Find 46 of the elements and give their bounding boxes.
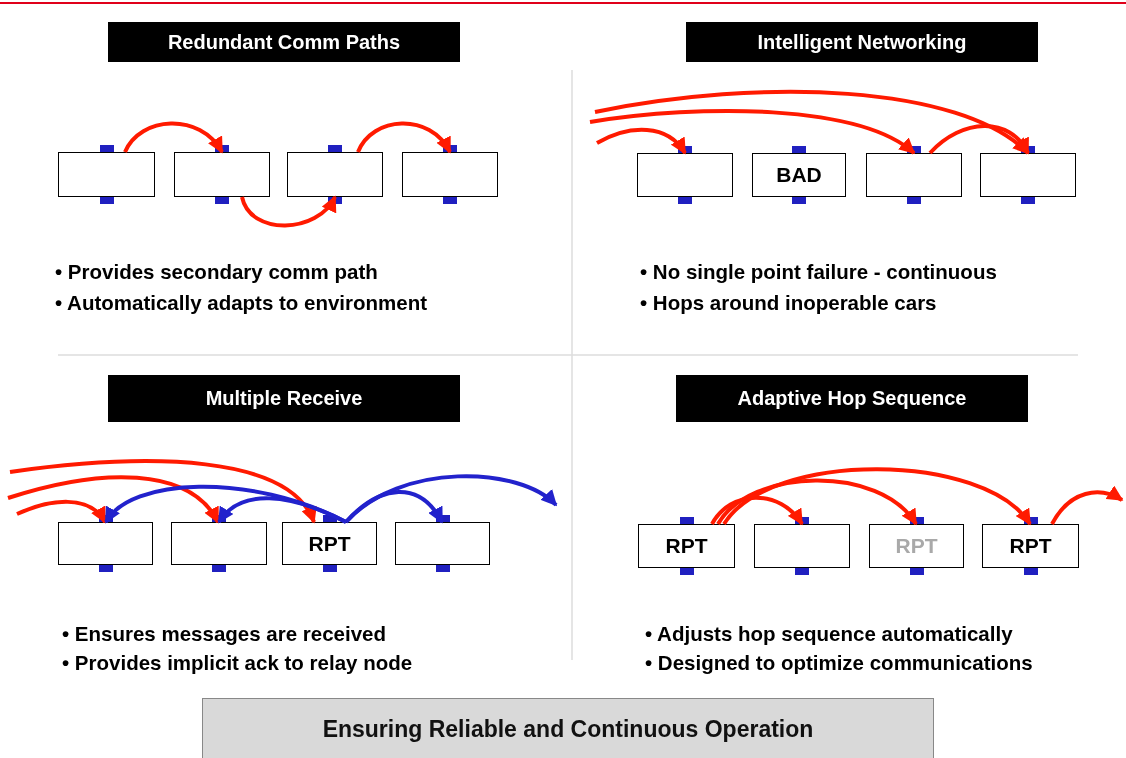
summary-banner: Ensuring Reliable and Continuous Operation — [202, 698, 934, 758]
rail-car-box — [174, 152, 270, 197]
section-heading: Intelligent Networking — [686, 22, 1038, 62]
rail-car-box — [58, 522, 153, 565]
arrow — [16, 499, 107, 524]
bullet-text: • Provides secondary comm path — [55, 260, 378, 284]
rail-car-box — [58, 152, 155, 197]
arrow — [928, 124, 1030, 155]
bullet-text: • Designed to optimize communications — [645, 651, 1033, 675]
bullet-text: • No single point failure - continuous — [640, 260, 997, 284]
rail-car-box: RPT — [638, 524, 735, 568]
arrow — [104, 484, 347, 524]
arrow — [716, 478, 918, 526]
arrow — [123, 121, 224, 154]
bullet-text: • Ensures messages are received — [62, 622, 386, 646]
arrow — [710, 495, 804, 526]
rail-car-box — [402, 152, 498, 197]
arrow — [7, 475, 220, 524]
section-heading: Multiple Receive — [108, 375, 460, 422]
rail-car-box: RPT — [282, 522, 377, 565]
rail-car-box — [637, 153, 733, 197]
arrow — [722, 467, 1032, 526]
bullet-text: • Hops around inoperable cars — [640, 291, 937, 315]
rail-car-box — [395, 522, 490, 565]
section-heading: Adaptive Hop Sequence — [676, 375, 1028, 422]
rail-car-box — [287, 152, 383, 197]
arrow — [217, 496, 347, 524]
rail-car-box: BAD — [752, 153, 846, 197]
arrow — [240, 195, 337, 228]
arrow — [344, 474, 558, 524]
arrow — [596, 127, 687, 155]
rail-car-box — [754, 524, 850, 568]
arrow — [9, 459, 316, 524]
rail-car-box: RPT — [869, 524, 964, 568]
arrow — [356, 121, 452, 154]
bullet-text: • Provides implicit ack to relay node — [62, 651, 413, 675]
rail-car-box: RPT — [982, 524, 1079, 568]
arrow — [1050, 486, 1124, 526]
rail-car-box — [980, 153, 1076, 197]
arrow — [589, 109, 916, 155]
rail-car-box — [866, 153, 962, 197]
bullet-text: • Automatically adapts to environment — [55, 291, 428, 315]
section-heading: Redundant Comm Paths — [108, 22, 460, 62]
bullet-text: • Adjusts hop sequence automatically — [645, 622, 1013, 646]
arrow — [344, 490, 444, 524]
rail-car-box — [171, 522, 267, 565]
